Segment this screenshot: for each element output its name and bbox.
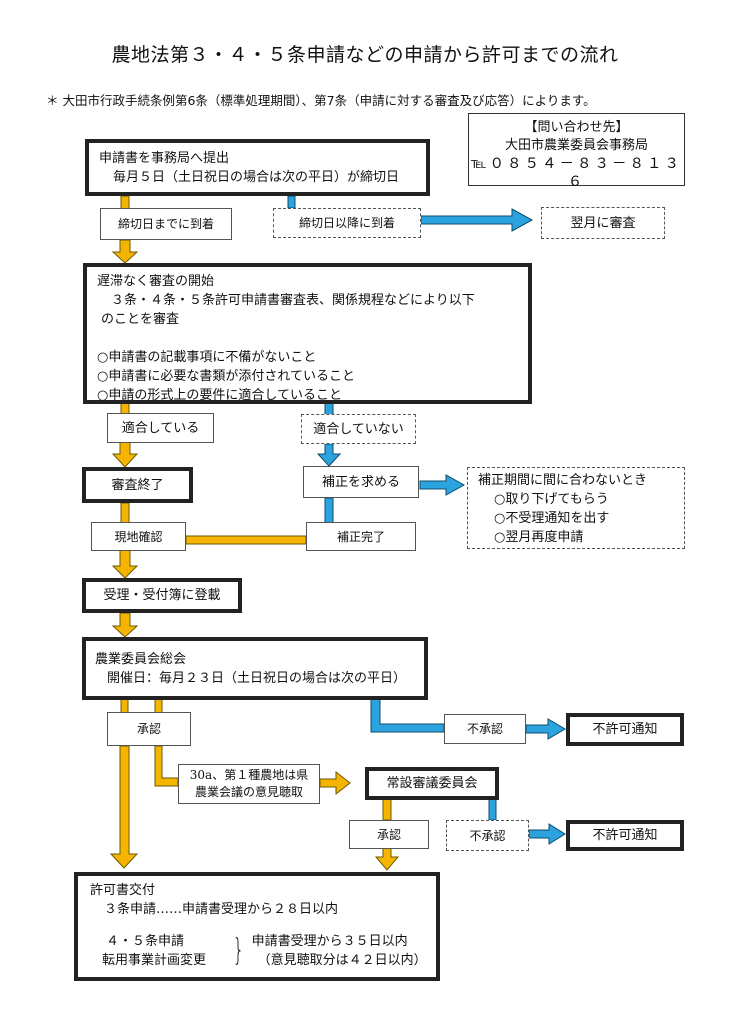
step-compliant: 適合している — [107, 413, 214, 443]
fix-late-item-2: ○不受理通知を出す — [494, 511, 610, 526]
general-meeting-title: 農業委員会総会 — [95, 652, 187, 667]
general-meeting-detail: 開催日：毎月２３日（土日祝日の場合は次の平日） — [107, 671, 407, 686]
step-denial-notice-2: 不許可通知 — [566, 820, 684, 851]
contact-box: 【問い合わせ先】 大田市農業委員会事務局 ℡０８５４－８３－８１３６ — [468, 113, 685, 190]
step-register: 受理・受付簿に登載 — [82, 578, 242, 613]
step-after-deadline: 締切日以降に到着 — [273, 208, 421, 238]
step-review-done: 審査終了 — [82, 467, 193, 503]
step-approve: 承認 — [107, 712, 191, 746]
step-review: 遅滞なく審査の開始 ３条・４条・５条許可申請書審査表、関係規程などにより以下 の… — [83, 263, 532, 404]
review-title: 遅滞なく審査の開始 — [97, 274, 215, 289]
review-check-2: ○申請書に必要な書類が添付されていること — [97, 369, 355, 384]
step-fix-done: 補正完了 — [306, 522, 416, 551]
permit-periods: 申請書受理から３５日以内 （意見聴取分は４２日以内） — [251, 932, 427, 970]
step-permit: 許可書交付 ３条申請……申請書受理から２８日以内 ４・５条申請 転用事業計画変更… — [74, 872, 440, 981]
step-next-month: 翌月に審査 — [541, 207, 665, 239]
step-denial-notice: 不許可通知 — [566, 713, 684, 746]
page-title: 農地法第３・４・５条申請などの申請から許可までの流れ — [111, 44, 619, 66]
permit-art3: ３条申請……申請書受理から２８日以内 — [104, 902, 339, 917]
step-general-meeting: 農業委員会総会 開催日：毎月２３日（土日祝日の場合は次の平日） — [82, 637, 428, 700]
step-standing-committee: 常設審議委員会 — [365, 767, 499, 800]
step-prefecture-hearing: 30a、第１種農地は県 農業会議の意見聴取 — [178, 764, 320, 804]
permit-art45-labels: ４・５条申請 転用事業計画変更 — [90, 932, 228, 970]
fix-late-title: 補正期間に間に合わないとき — [478, 473, 648, 488]
review-detail-1: ３条・４条・５条許可申請書審査表、関係規程などにより以下 — [111, 293, 475, 308]
contact-heading: 【問い合わせ先】 — [524, 120, 629, 135]
contact-office: 大田市農業委員会事務局 — [504, 138, 648, 153]
regulation-note: ＊ 大田市行政手続条例第6条（標準処理期間）、第7条（申請に対する審査及び応答）… — [46, 93, 596, 108]
review-check-3: ○申請の形式上の要件に適合していること — [97, 388, 342, 403]
step-fix-late: 補正期間に間に合わないとき ○取り下げてもらう ○不受理通知を出す ○翌月再度申… — [467, 467, 685, 549]
permit-art45-b: 転用事業計画変更 — [102, 953, 207, 968]
step-approve-2: 承認 — [349, 820, 429, 849]
step-noncompliant: 適合していない — [301, 414, 416, 444]
step-before-deadline: 締切日までに到着 — [100, 208, 232, 240]
permit-art45-a: ４・５条申請 — [106, 934, 185, 949]
review-check-1: ○申請書の記載事項に不備がないこと — [97, 350, 317, 365]
permit-title: 許可書交付 — [90, 883, 156, 898]
step-disapprove-2: 不承認 — [446, 820, 529, 851]
prefecture-line-2: 農業会議の意見聴取 — [194, 785, 303, 799]
step-request-fix: 補正を求める — [303, 466, 419, 498]
step-submit-title: 申請書を事務局へ提出 — [99, 151, 230, 166]
step-site-check: 現地確認 — [91, 522, 186, 551]
fix-late-item-1: ○取り下げてもらう — [494, 492, 609, 507]
permit-brace: } — [232, 933, 245, 968]
prefecture-line-1: 30a、第１種農地は県 — [189, 768, 309, 782]
permit-art45: ４・５条申請 転用事業計画変更 } 申請書受理から３５日以内 （意見聴取分は４２… — [90, 932, 427, 970]
fix-late-item-3: ○翌月再度申請 — [494, 530, 584, 545]
permit-period-b: （意見聴取分は４２日以内） — [257, 953, 427, 968]
step-submit-detail: 毎月５日（土日祝日の場合は次の平日）が締切日 — [113, 170, 400, 185]
step-submit: 申請書を事務局へ提出 毎月５日（土日祝日の場合は次の平日）が締切日 — [85, 139, 430, 196]
contact-tel: ℡０８５４－８３－８１３６ — [470, 156, 683, 190]
review-detail-2: のことを審査 — [101, 312, 180, 327]
permit-period-a: 申請書受理から３５日以内 — [251, 934, 408, 949]
step-disapprove: 不承認 — [444, 714, 526, 744]
